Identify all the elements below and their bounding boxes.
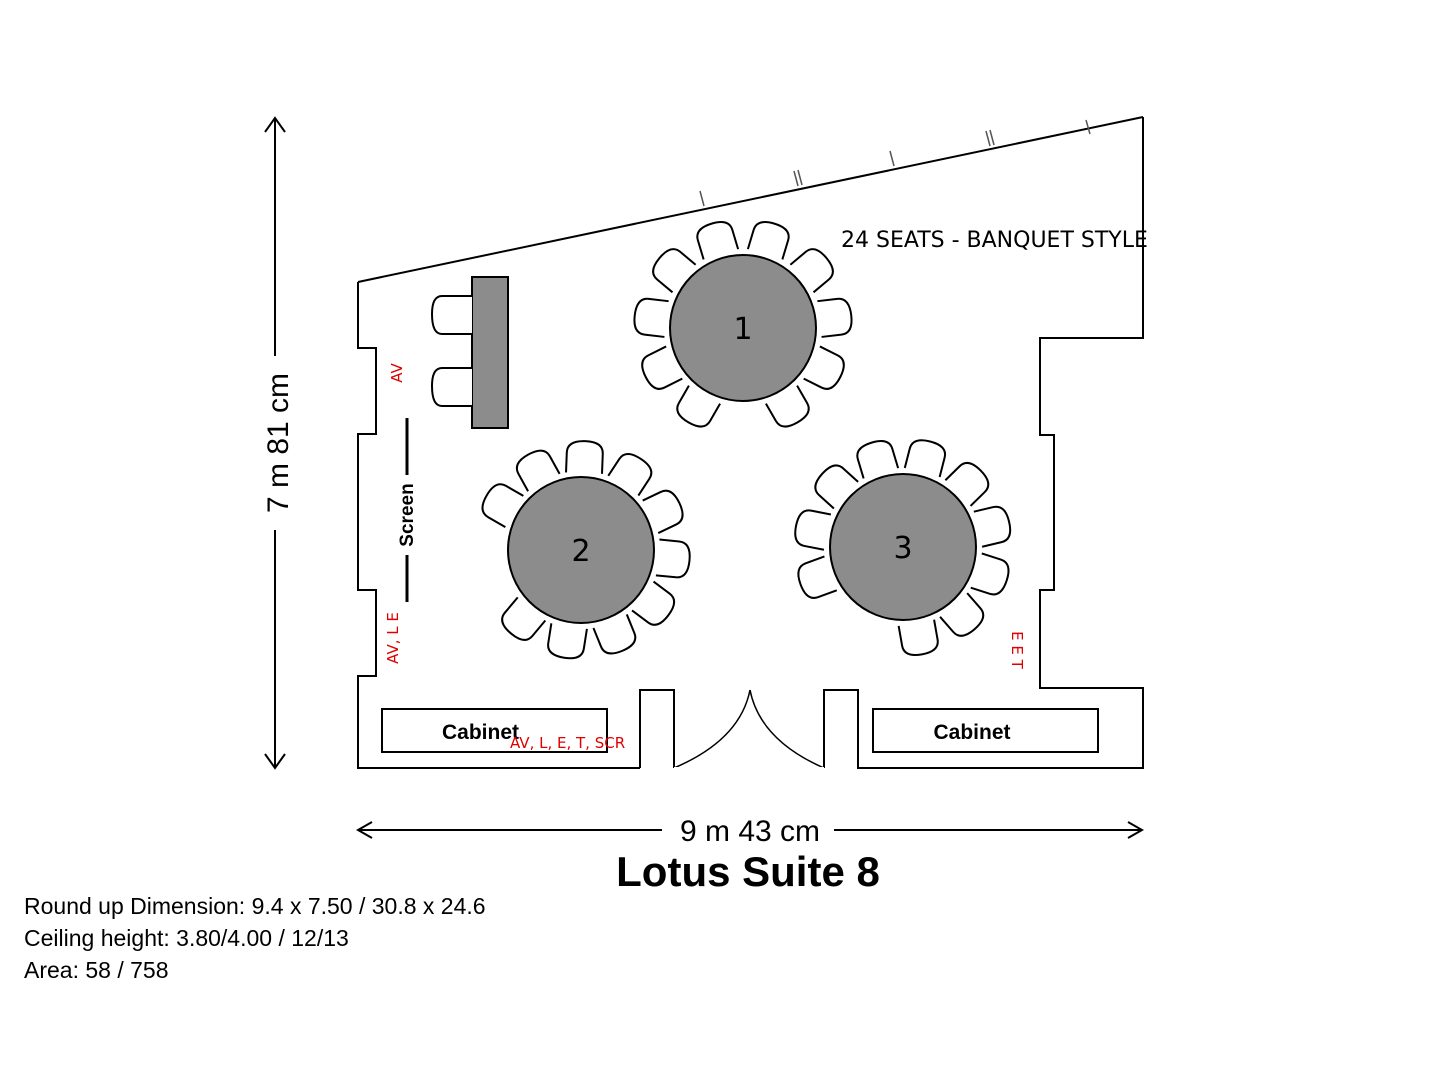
- chair: [696, 221, 740, 260]
- note-area: Area: 58 / 758: [24, 957, 169, 983]
- chair: [817, 297, 853, 338]
- chair: [814, 464, 859, 510]
- chair: [746, 221, 790, 260]
- outlet-label-av-lower: AV, L E: [384, 612, 402, 664]
- chair: [547, 623, 588, 660]
- chair: [633, 297, 669, 338]
- chair: [607, 453, 653, 497]
- cabinet-right: [872, 708, 1099, 753]
- cabinet-left-label: Cabinet: [442, 721, 519, 744]
- chair: [641, 345, 683, 390]
- chair: [631, 580, 676, 626]
- round-table-2: [507, 476, 655, 624]
- chair: [803, 345, 845, 390]
- chair: [939, 592, 985, 637]
- chair: [944, 461, 990, 507]
- table-number-3: 3: [893, 531, 912, 566]
- round-table-2-group: 2: [481, 440, 691, 660]
- double-door: [673, 689, 825, 769]
- chair: [676, 385, 721, 428]
- height-dimension: [264, 116, 286, 770]
- chair: [655, 538, 691, 579]
- chair: [430, 367, 472, 407]
- head-table: [471, 276, 509, 429]
- screen-label: Screen: [397, 483, 418, 546]
- chair: [789, 248, 834, 294]
- table-number-2: 2: [571, 534, 590, 569]
- room-title: Lotus Suite 8: [616, 848, 880, 895]
- chair: [430, 295, 472, 335]
- width-dimension-label: 9 m 43 cm: [680, 815, 820, 848]
- head-table-group: [430, 276, 509, 429]
- room-notes: Round up Dimension: 9.4 x 7.50 / 30.8 x …: [24, 890, 486, 986]
- window-mullions: [699, 119, 1091, 207]
- table-number-1: 1: [733, 312, 752, 347]
- chair: [794, 509, 832, 551]
- chair: [856, 440, 900, 479]
- room-outline: [357, 117, 1144, 769]
- chair: [797, 555, 838, 599]
- height-dimension-label: 7 m 81 cm: [262, 373, 295, 513]
- width-dimension: [355, 821, 1145, 839]
- chair: [903, 439, 947, 478]
- outlet-label-cabinet-left: AV, L, E, T, SCR: [510, 734, 625, 752]
- chair: [565, 440, 604, 474]
- seating-label: 24 SEATS - BANQUET STYLE: [841, 228, 1148, 253]
- chair: [592, 614, 637, 655]
- chair: [515, 449, 561, 492]
- cabinet-left: [381, 708, 608, 753]
- chair: [970, 552, 1010, 596]
- round-table-1: [669, 254, 817, 402]
- chair: [501, 596, 547, 641]
- chair: [765, 385, 810, 428]
- chair: [897, 619, 939, 656]
- note-dimension: Round up Dimension: 9.4 x 7.50 / 30.8 x …: [24, 893, 486, 919]
- chair: [973, 505, 1012, 548]
- cabinet-right-label: Cabinet: [933, 721, 1010, 744]
- outlet-label-av-upper: AV: [388, 362, 406, 382]
- round-table-1-group: 1: [633, 221, 853, 428]
- round-table-3-group: 3: [794, 439, 1012, 656]
- outlet-label-right-wall: E E T: [1008, 631, 1026, 669]
- chair: [481, 483, 524, 528]
- chair: [642, 489, 684, 534]
- round-table-3: [829, 473, 977, 621]
- note-ceiling: Ceiling height: 3.80/4.00 / 12/13: [24, 925, 349, 951]
- chair: [652, 248, 697, 294]
- window-wall: [357, 116, 1144, 283]
